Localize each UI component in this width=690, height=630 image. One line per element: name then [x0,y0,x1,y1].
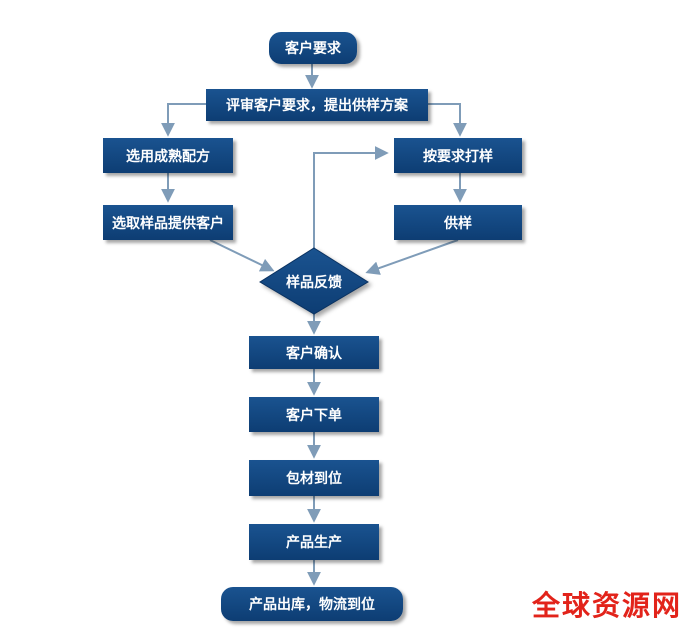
node-pick-sample: 选取样品提供客户 [103,205,233,240]
node-feedback: 样品反馈 [286,275,342,291]
node-shipping: 产品出库，物流到位 [221,587,403,621]
node-order: 客户下单 [249,397,379,432]
node-select-formula: 选用成熟配方 [103,138,233,173]
node-sample-by-request: 按要求打样 [394,138,522,173]
node-confirm: 客户确认 [249,336,379,369]
arrow-feedback-loop [313,146,389,250]
node-production: 产品生产 [249,524,379,560]
node-packaging: 包材到位 [249,460,379,496]
arrow-review-to-select [161,103,206,137]
watermark-text: 全球资源网 [531,589,682,622]
arrow-supply-to-feedback [365,239,459,275]
arrow-pick-to-feedback [209,239,275,272]
node-review: 评审客户要求，提出供样方案 [206,89,428,121]
node-customer-request: 客户要求 [269,32,357,64]
node-supply-sample: 供样 [394,205,522,240]
arrow-review-to-sample [428,103,467,137]
feedback-diamond-shape [259,247,369,315]
